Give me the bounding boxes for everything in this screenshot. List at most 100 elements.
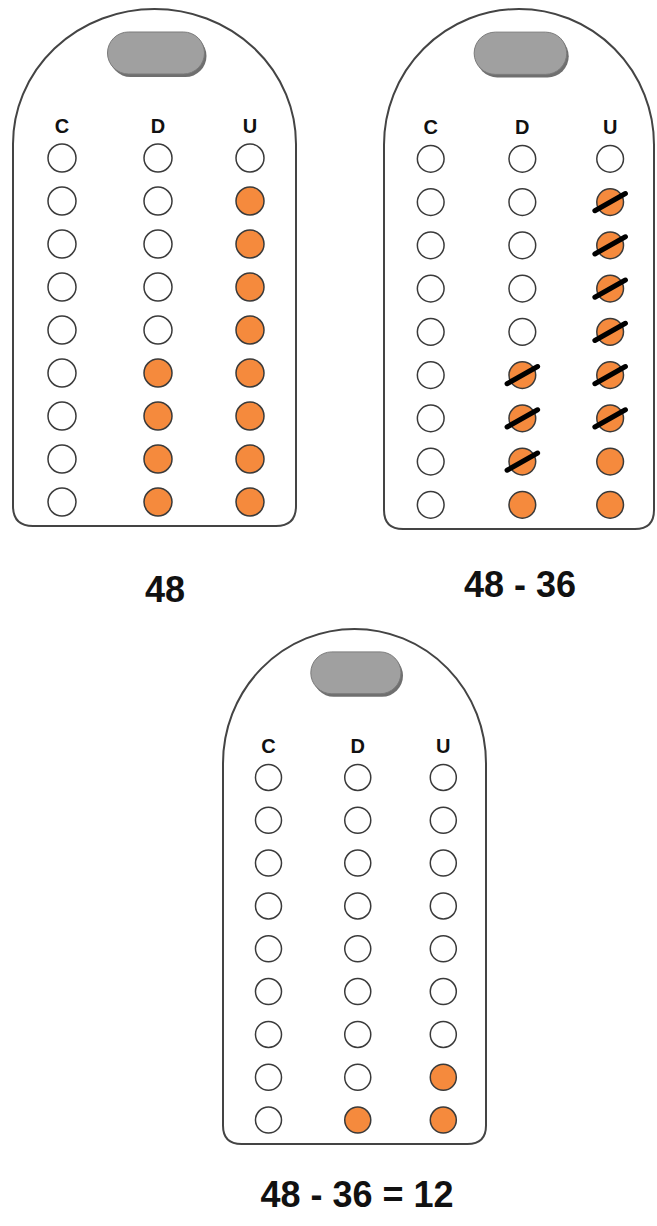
bead-circle [417,491,444,518]
bead-circle [417,448,444,475]
bead-circle [345,1021,371,1047]
bead-circle [48,488,76,516]
bead-circle [255,1021,281,1047]
strike-mark [595,280,626,297]
bead-circle [255,979,281,1005]
bead-circle [144,230,172,258]
bead-circle [345,850,371,876]
bead-circle [236,316,264,344]
column-letter: U [423,733,463,759]
bead-circle [236,144,264,172]
bead-circle [345,807,371,833]
bead-circle [236,230,264,258]
operation-caption: 48 - 36 [464,564,576,606]
bead-circle [597,146,624,173]
column-letter: U [230,113,270,139]
bead-circle [236,445,264,473]
bead-circle [430,1021,456,1047]
bead-circle [417,318,444,345]
bead-circle [255,850,281,876]
bead-circle [236,187,264,215]
bead-circle [430,1064,456,1090]
bead-circle [597,491,624,518]
bead-circle [430,807,456,833]
bead-circle [345,893,371,919]
bead-circle [144,187,172,215]
strike-mark [507,453,538,470]
bead-circle [430,893,456,919]
bead-circle [345,979,371,1005]
caption-holder: 48 - 36 = 12 [0,1174,657,1216]
bead-circle [430,979,456,1005]
bead-circle [417,405,444,432]
caption-holder: 48 - 36 [0,564,657,606]
bead-circle [48,230,76,258]
bead-circle [430,936,456,962]
bead-circle [144,316,172,344]
bead-circle [509,491,536,518]
bead-circle [48,316,76,344]
column-heads: CDU [12,113,297,139]
card-shape [384,9,654,529]
card-outline [222,628,487,1145]
card-outline [383,8,655,530]
column-letter: D [138,113,178,139]
bead-circle [255,893,281,919]
bead-circle [48,273,76,301]
bead-circle [48,359,76,387]
bead-circle [417,362,444,389]
bead-circle [236,488,264,516]
column-letter: D [502,114,542,140]
operation-caption: 48 [145,569,185,611]
bead-circle [345,1064,371,1090]
column-heads: CDU [222,733,487,759]
card-shape [13,9,296,526]
column-letter: D [338,733,378,759]
bead-circle [430,1107,456,1133]
bead-circle [48,187,76,215]
hanging-slot [311,652,401,694]
bead-circle [255,1107,281,1133]
column-letter: C [42,113,82,139]
column-heads: CDU [383,114,655,140]
bead-circle [144,488,172,516]
bead-circle [509,146,536,173]
strike-mark [507,367,538,384]
column-letter: U [590,114,630,140]
bead-circle [417,275,444,302]
strike-mark [507,410,538,427]
card-shape [223,629,486,1144]
bead-circle [255,936,281,962]
strike-mark [595,323,626,340]
bead-circle [345,764,371,790]
bead-circle [430,764,456,790]
bead-circle [417,232,444,259]
bead-circle [48,402,76,430]
column-letter: C [411,114,451,140]
bead-circle [144,273,172,301]
bead-circle [597,448,624,475]
strike-mark [595,237,626,254]
card-outline [12,8,297,527]
hanging-slot [108,32,205,74]
bead-circle [144,445,172,473]
bead-circle [509,318,536,345]
bead-circle [236,359,264,387]
bead-circle [417,189,444,216]
bead-circle [144,402,172,430]
column-letter: C [248,733,288,759]
place-value-card: CDU [222,628,487,1145]
bead-circle [345,1107,371,1133]
bead-circle [509,189,536,216]
bead-circle [48,144,76,172]
operation-caption: 48 - 36 = 12 [260,1174,453,1216]
bead-circle [255,1064,281,1090]
bead-circle [236,273,264,301]
place-value-card: CDU [383,8,655,530]
bead-circle [255,807,281,833]
hanging-slot [474,32,567,74]
bead-circle [236,402,264,430]
bead-circle [509,275,536,302]
bead-circle [430,850,456,876]
